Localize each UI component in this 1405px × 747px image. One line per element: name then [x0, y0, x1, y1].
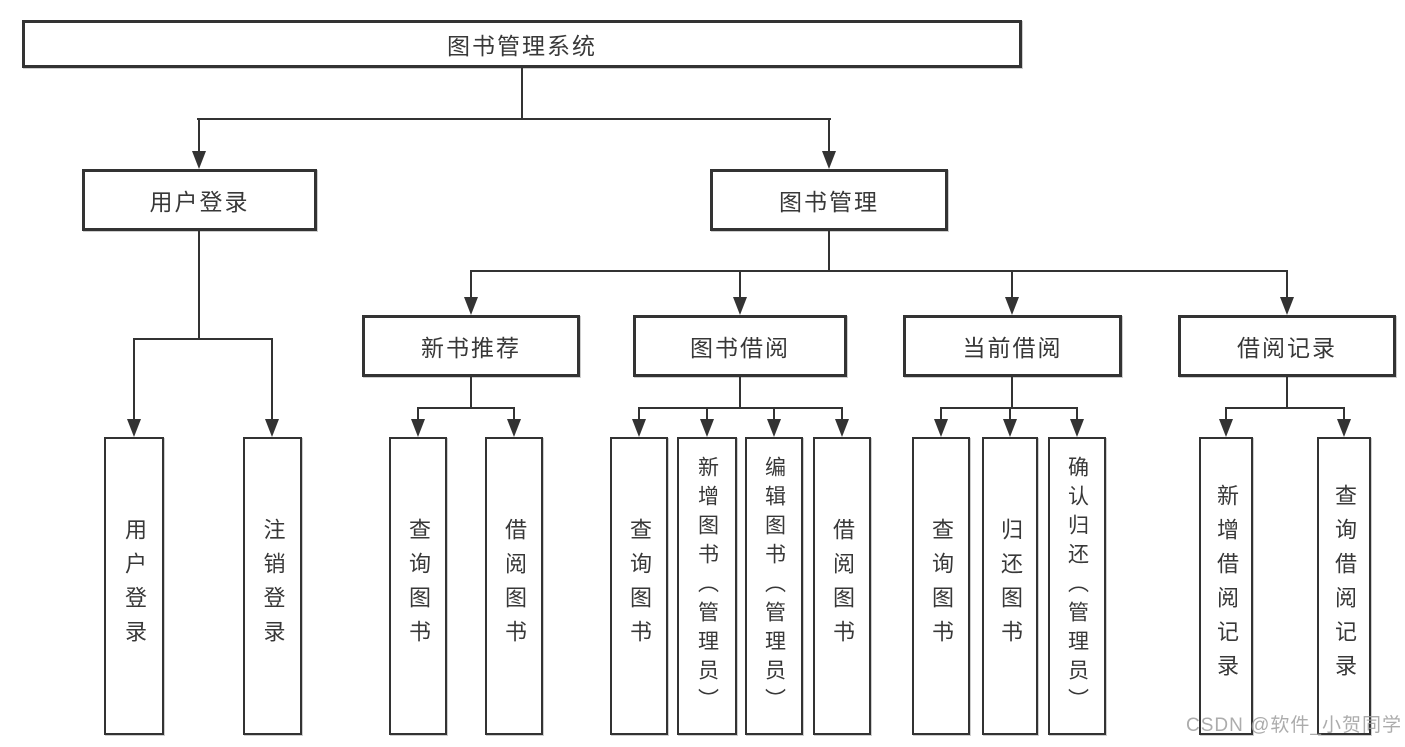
leaf-current-return-books-label: 归还图书	[998, 518, 1023, 654]
arrow-down-borrowing-edit	[767, 419, 781, 437]
node-new-book-recommend: 新书推荐	[362, 315, 580, 377]
arrow-down-recommend-borrow	[507, 419, 521, 437]
connector-borrowing-bar	[638, 407, 843, 409]
leaf-records-add-record: 新增借阅记录	[1199, 437, 1253, 735]
arrow-down-current-query	[934, 419, 948, 437]
leaf-borrowing-add-books-admin: 新增图书（管理员）	[677, 437, 737, 735]
connector-records-down	[1286, 377, 1288, 408]
connector-stub-new-book-recommend	[470, 270, 472, 299]
arrow-down-records-query	[1337, 419, 1351, 437]
arrow-down-borrowing-query	[632, 419, 646, 437]
arrow-down-current-borrowing	[1005, 297, 1019, 315]
connector-stub-book-management	[828, 118, 830, 153]
arrow-down-current-confirm	[1070, 419, 1084, 437]
arrow-down-borrowing-add	[700, 419, 714, 437]
connector-stub-borrowing-edit	[773, 407, 775, 421]
connector-level2-bar	[197, 118, 831, 120]
leaf-records-query-record: 查询借阅记录	[1317, 437, 1371, 735]
connector-borrowing-down	[739, 377, 741, 408]
node-book-borrowing-label: 图书借阅	[690, 335, 790, 361]
connector-records-bar	[1225, 407, 1345, 409]
connector-current-down	[1011, 377, 1013, 408]
node-current-borrowing-label: 当前借阅	[962, 335, 1063, 361]
node-book-management: 图书管理	[710, 169, 948, 231]
connector-stub-recommend-borrow	[513, 407, 515, 421]
csdn-watermark: CSDN @软件_小贺同学	[1186, 715, 1402, 736]
connector-stub-records-add	[1225, 407, 1227, 421]
leaf-borrowing-edit-books-admin: 编辑图书（管理员）	[745, 437, 803, 735]
node-current-borrowing: 当前借阅	[903, 315, 1122, 377]
connector-stub-borrowing-add	[706, 407, 708, 421]
connector-stub-login	[133, 338, 135, 422]
leaf-logout: 注销登录	[243, 437, 302, 735]
leaf-records-add-record-label: 新增借阅记录	[1214, 484, 1239, 688]
connector-stub-current-confirm	[1076, 407, 1078, 421]
leaf-borrowing-query-books-label: 查询图书	[627, 518, 652, 654]
leaf-current-return-books: 归还图书	[982, 437, 1038, 735]
leaf-current-query-books-label: 查询图书	[929, 518, 954, 654]
arrow-down-new-book-recommend	[464, 297, 478, 315]
leaf-recommend-borrow-books: 借阅图书	[485, 437, 543, 735]
arrow-down-borrowing-borrow	[835, 419, 849, 437]
node-book-borrowing: 图书借阅	[633, 315, 847, 377]
node-root-label: 图书管理系统	[447, 33, 597, 59]
connector-stub-recommend-query	[417, 407, 419, 421]
leaf-current-query-books: 查询图书	[912, 437, 970, 735]
connector-level3-bar	[470, 270, 1288, 272]
leaf-recommend-query-books-label: 查询图书	[406, 518, 431, 654]
leaf-current-confirm-return-admin-label: 确认归还（管理员）	[1065, 455, 1089, 717]
arrow-down-login	[127, 419, 141, 437]
leaf-borrowing-borrow-books-label: 借阅图书	[830, 518, 855, 654]
node-user-login-label: 用户登录	[149, 189, 250, 215]
node-borrowing-records: 借阅记录	[1178, 315, 1396, 377]
connector-recommend-down	[470, 377, 472, 408]
node-user-login: 用户登录	[82, 169, 317, 231]
connector-stub-logout	[271, 338, 273, 422]
connector-stub-current-borrowing	[1011, 270, 1013, 299]
node-book-management-label: 图书管理	[779, 189, 879, 215]
connector-stub-borrowing-borrow	[841, 407, 843, 421]
leaf-user-login: 用户登录	[104, 437, 164, 735]
node-new-book-recommend-label: 新书推荐	[421, 335, 521, 361]
connector-stub-current-query	[940, 407, 942, 421]
connector-root-down	[521, 68, 523, 119]
arrow-down-book-borrowing	[733, 297, 747, 315]
connector-stub-borrowing-records	[1286, 270, 1288, 299]
connector-user-login-bar	[133, 338, 273, 340]
arrow-down-records-add	[1219, 419, 1233, 437]
connector-stub-records-query	[1343, 407, 1345, 421]
connector-book-management-down	[828, 231, 830, 272]
arrow-down-user-login	[192, 151, 206, 169]
connector-recommend-bar	[417, 407, 515, 409]
leaf-recommend-borrow-books-label: 借阅图书	[502, 518, 527, 654]
leaf-recommend-query-books: 查询图书	[389, 437, 447, 735]
arrow-down-book-management	[822, 151, 836, 169]
leaf-borrowing-borrow-books: 借阅图书	[813, 437, 871, 735]
connector-user-login-down	[198, 231, 200, 339]
arrow-down-borrowing-records	[1280, 297, 1294, 315]
connector-stub-book-borrowing	[739, 270, 741, 299]
leaf-current-confirm-return-admin: 确认归还（管理员）	[1048, 437, 1106, 735]
arrow-down-recommend-query	[411, 419, 425, 437]
connector-stub-user-login	[198, 118, 200, 153]
leaf-borrowing-add-books-admin-label: 新增图书（管理员）	[695, 455, 719, 717]
leaf-records-query-record-label: 查询借阅记录	[1332, 484, 1357, 688]
node-borrowing-records-label: 借阅记录	[1237, 335, 1337, 361]
node-root: 图书管理系统	[22, 20, 1022, 68]
leaf-borrowing-query-books: 查询图书	[610, 437, 668, 735]
leaf-borrowing-edit-books-admin-label: 编辑图书（管理员）	[762, 455, 786, 717]
arrow-down-logout	[265, 419, 279, 437]
connector-stub-borrowing-query	[638, 407, 640, 421]
leaf-logout-label: 注销登录	[260, 518, 286, 654]
leaf-user-login-label: 用户登录	[122, 518, 147, 654]
connector-stub-current-return	[1009, 407, 1011, 421]
arrow-down-current-return	[1003, 419, 1017, 437]
